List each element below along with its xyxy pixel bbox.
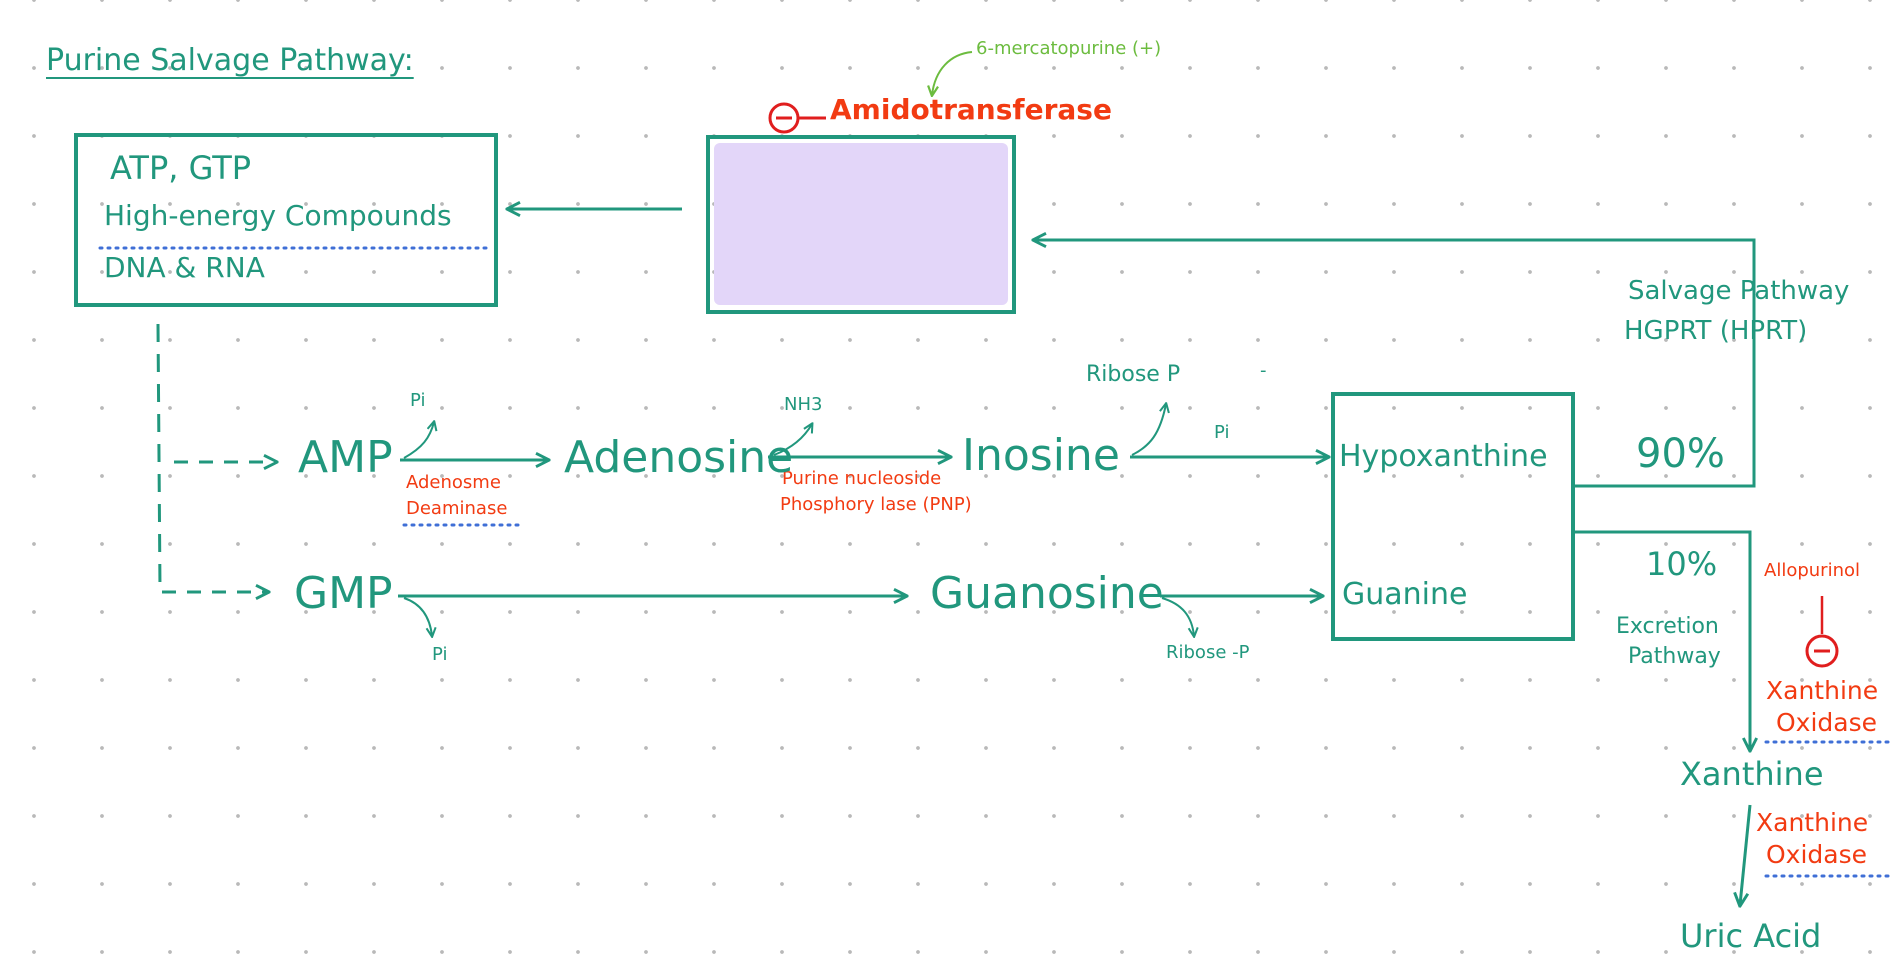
nh3-release [773, 424, 812, 456]
inhibit-circle-allopurinol [1805, 634, 1839, 668]
side-nh3: NH3 [784, 394, 823, 415]
xanthine-oxidase-label-1b: Oxidase [1776, 708, 1878, 737]
arrow-xanthine-uric-acid [1740, 804, 1752, 905]
excretion-label-2: Pathway [1628, 644, 1721, 669]
node-guanine: Guanine [1342, 577, 1468, 612]
node-xanthine: Xanthine [1680, 755, 1824, 793]
base-box [1331, 392, 1575, 641]
xanthine-oxidase-label-2a: Xanthine [1756, 808, 1869, 837]
excretion-percent: 10% [1646, 545, 1718, 583]
side-dash: - [1260, 360, 1267, 381]
salvage-percent: 90% [1636, 431, 1725, 477]
mercaptopurine-arrow [932, 51, 973, 95]
adenosine-deaminase-label-2: Deaminase [406, 498, 508, 519]
amidotransferase-label: Amidotransferase [830, 93, 1112, 126]
node-uric-acid: Uric Acid [1680, 917, 1822, 955]
node-hypoxanthine: Hypoxanthine [1339, 439, 1548, 474]
page-title: Purine Salvage Pathway: [46, 43, 414, 78]
pnp-label-1: Purine nucleoside [782, 468, 942, 489]
adenosine-deaminase-label-1: Adenosme [406, 472, 501, 493]
node-gmp: GMP [294, 568, 393, 619]
salvage-label-2: HGPRT (HPRT) [1624, 316, 1808, 346]
xanthine-oxidase-label-1a: Xanthine [1766, 676, 1879, 705]
box-line-dna-rna: DNA & RNA [104, 251, 265, 284]
ribose-p-release-top [1131, 404, 1166, 456]
pi-release-amp [403, 422, 434, 459]
purple-box [706, 135, 1016, 314]
excretion-path [1575, 530, 1750, 750]
xanthine-oxidase-label-2b: Oxidase [1766, 840, 1868, 869]
node-guanosine: Guanosine [930, 568, 1164, 619]
node-amp: AMP [298, 432, 393, 483]
pi-release-gmp [403, 597, 432, 636]
dashed-feed-line [156, 323, 162, 591]
excretion-label-1: Excretion [1616, 614, 1719, 639]
mercaptopurine-label: 6-mercatopurine (+) [976, 38, 1162, 59]
side-pi-gmp: Pi [432, 644, 448, 665]
box-line-high-energy: High-energy Compounds [104, 199, 452, 232]
node-adenosine: Adenosine [564, 432, 794, 483]
pnp-label-2: Phosphory lase (PNP) [780, 494, 972, 515]
node-inosine: Inosine [962, 430, 1120, 481]
salvage-label-1: Salvage Pathway [1628, 276, 1850, 306]
ribose-p-release-bottom [1161, 597, 1194, 636]
side-pi-inosine: Pi [1214, 422, 1230, 443]
nucleotide-box [74, 133, 498, 307]
side-ribose-p-bottom: Ribose -P [1166, 642, 1250, 663]
box-line-atp-gtp: ATP, GTP [110, 149, 252, 187]
side-ribose-p-top: Ribose P [1086, 362, 1181, 387]
salvage-loop [1034, 240, 1756, 488]
side-pi-amp: Pi [410, 390, 426, 411]
allopurinol-label: Allopurinol [1764, 560, 1860, 581]
purple-fill [714, 143, 1008, 305]
